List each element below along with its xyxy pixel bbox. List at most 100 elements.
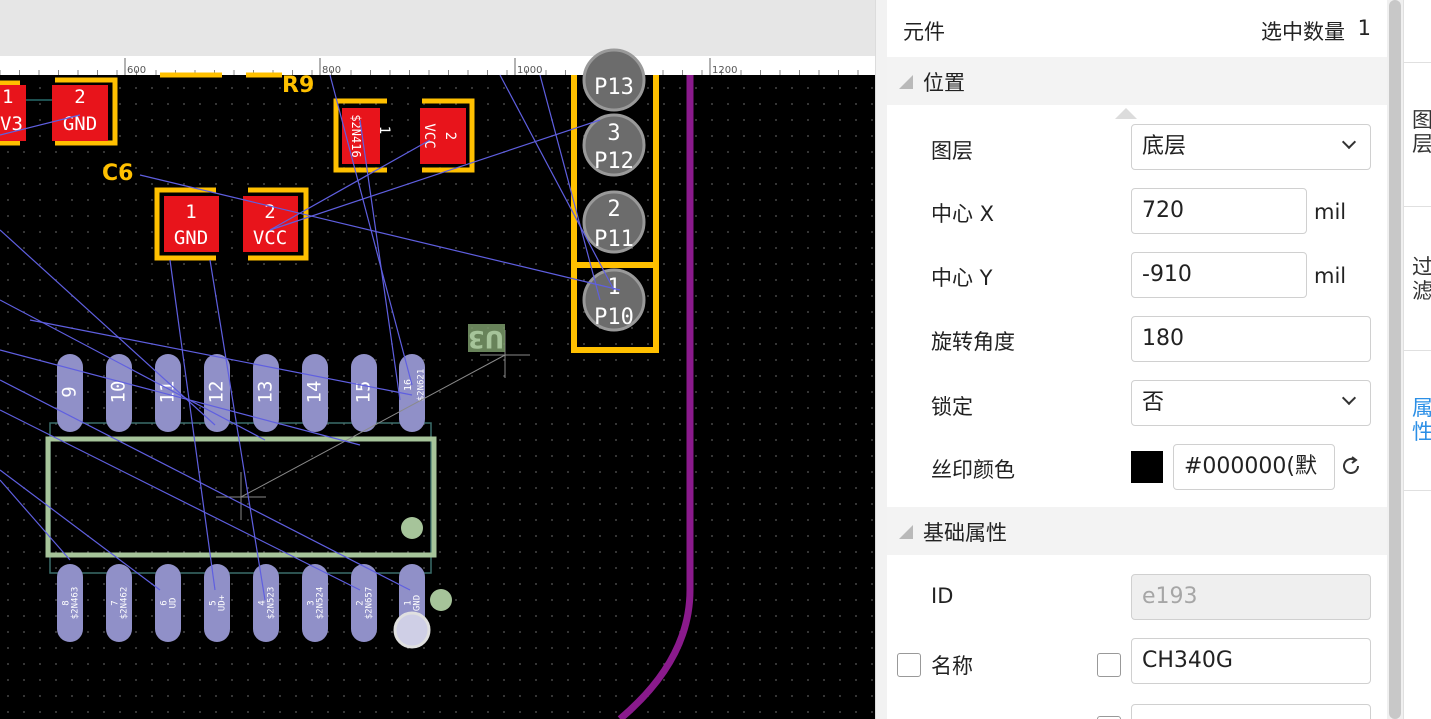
silk-label-u3[interactable]: U3 bbox=[468, 325, 504, 353]
pin-header[interactable]: P13 3 P12 2 P11 1 P10 bbox=[571, 48, 659, 353]
panel-splitter[interactable] bbox=[875, 0, 888, 719]
section-title: 位置 bbox=[923, 71, 965, 95]
ic-pad[interactable] bbox=[106, 354, 132, 432]
tab-filter[interactable]: 过 滤 bbox=[1412, 255, 1431, 303]
center-y-input[interactable]: -910 bbox=[1131, 252, 1307, 298]
pad-number: 7 bbox=[111, 600, 121, 605]
pad-number: 1 bbox=[2, 86, 13, 108]
side-tab-bar: 图 层 过 滤 属 性 bbox=[1403, 0, 1431, 719]
center-x-value: 720 bbox=[1142, 198, 1184, 223]
ic-pad[interactable] bbox=[155, 564, 181, 642]
panel-header: 元件 选中数量 1 bbox=[887, 0, 1387, 57]
pad-number: 3 bbox=[607, 121, 620, 146]
selection-count: 1 bbox=[1357, 16, 1371, 40]
center-y-value: -910 bbox=[1142, 262, 1192, 287]
ic-pad[interactable] bbox=[351, 564, 377, 642]
ic-pad[interactable] bbox=[399, 354, 425, 432]
component-c6[interactable]: 1 GND 2 VCC bbox=[154, 187, 309, 261]
ic-pad[interactable] bbox=[155, 354, 181, 432]
tab-properties[interactable]: 属 性 bbox=[1412, 396, 1431, 444]
unit-label: mil bbox=[1314, 264, 1347, 288]
silk-color-input[interactable]: #000000(默 bbox=[1173, 444, 1335, 490]
pad-net: V3 bbox=[0, 113, 23, 135]
lock-label: 锁定 bbox=[931, 395, 973, 419]
ic-pad[interactable] bbox=[204, 354, 230, 432]
pad-net: $2N462 bbox=[120, 587, 130, 620]
name-visible-checkbox[interactable] bbox=[897, 653, 921, 677]
ruler-bar bbox=[0, 56, 875, 75]
chevron-down-icon bbox=[1341, 390, 1357, 406]
center-x-input[interactable]: 720 bbox=[1131, 188, 1307, 234]
thru-pad[interactable] bbox=[582, 190, 646, 254]
collapse-triangle-icon[interactable] bbox=[899, 525, 913, 539]
next-row-checkbox[interactable] bbox=[1097, 716, 1121, 719]
layer-label: 图层 bbox=[931, 139, 973, 163]
ic-pad[interactable] bbox=[253, 564, 279, 642]
pad-net: $2N524 bbox=[316, 587, 326, 620]
pad-number: 16 bbox=[403, 379, 414, 391]
ruler-label: 600 bbox=[127, 65, 146, 76]
tab-separator bbox=[1404, 62, 1431, 63]
pad-number: 1 bbox=[376, 126, 392, 134]
name-display-checkbox[interactable] bbox=[1097, 653, 1121, 677]
pad-number: 8 bbox=[62, 600, 72, 605]
ref-designator-r9[interactable]: R9 bbox=[282, 73, 314, 98]
layer-select-value: 底层 bbox=[1142, 134, 1187, 159]
ic-pad[interactable] bbox=[302, 564, 328, 642]
pad-net: $2N416 bbox=[349, 114, 363, 157]
ratlines bbox=[0, 74, 621, 601]
ic-pad[interactable] bbox=[204, 564, 230, 642]
ic-pad[interactable] bbox=[351, 354, 377, 432]
smd-pad[interactable] bbox=[420, 108, 466, 164]
pad-net: GND bbox=[174, 227, 208, 249]
tab-separator bbox=[1404, 350, 1431, 351]
pad-number: 3 bbox=[307, 600, 317, 605]
smd-pad[interactable] bbox=[342, 108, 380, 164]
tab-separator bbox=[1404, 490, 1431, 491]
ic-pad[interactable] bbox=[302, 354, 328, 432]
ruler-label: 1200 bbox=[712, 65, 737, 76]
component-r9[interactable]: 1 $2N416 2 VCC bbox=[333, 98, 475, 173]
ic-pad[interactable] bbox=[253, 354, 279, 432]
rotation-input[interactable]: 180 bbox=[1131, 316, 1371, 362]
section-position[interactable]: 位置 bbox=[887, 57, 1387, 105]
panel-scrollbar[interactable] bbox=[1387, 0, 1403, 719]
pad-net: P11 bbox=[594, 227, 634, 252]
collapse-triangle-icon[interactable] bbox=[899, 75, 913, 89]
pad-number: 2 bbox=[74, 86, 85, 108]
pad-number: 1 bbox=[404, 600, 414, 605]
ic-pad[interactable] bbox=[106, 564, 132, 642]
pad-number: 10 bbox=[108, 381, 130, 404]
lock-select[interactable]: 否 bbox=[1131, 380, 1371, 426]
ref-designator-c6[interactable]: C6 bbox=[102, 161, 133, 186]
panel-title: 元件 bbox=[903, 20, 945, 44]
thru-pad[interactable] bbox=[582, 113, 646, 177]
next-row-input[interactable] bbox=[1131, 704, 1371, 719]
pad-net: GND bbox=[63, 113, 97, 135]
layer-select[interactable]: 底层 bbox=[1131, 124, 1371, 170]
section-basic-properties[interactable]: 基础属性 bbox=[887, 507, 1387, 555]
ic-pad[interactable] bbox=[57, 564, 83, 642]
pad-net: $2N621 bbox=[417, 369, 427, 402]
pad-net: UD bbox=[169, 598, 179, 609]
rotation-value: 180 bbox=[1142, 326, 1184, 351]
scrollbar-thumb[interactable] bbox=[1389, 0, 1401, 719]
id-label: ID bbox=[931, 584, 954, 608]
smd-pad[interactable] bbox=[52, 85, 108, 141]
name-input[interactable]: CH340G bbox=[1131, 638, 1371, 684]
thru-pad[interactable] bbox=[582, 48, 646, 112]
top-left-component[interactable]: 1 V3 2 GND bbox=[0, 77, 118, 146]
smd-pad[interactable] bbox=[164, 196, 219, 252]
color-swatch[interactable] bbox=[1131, 451, 1163, 483]
caret-up-icon bbox=[1115, 108, 1137, 119]
ruler-label: 800 bbox=[322, 65, 341, 76]
pad-number: 6 bbox=[160, 600, 170, 605]
rotation-label: 旋转角度 bbox=[931, 330, 1015, 354]
refresh-icon[interactable] bbox=[1340, 455, 1362, 477]
tab-layers[interactable]: 图 层 bbox=[1412, 108, 1431, 156]
pad-number: 4 bbox=[258, 600, 268, 605]
center-y-label: 中心 Y bbox=[931, 266, 993, 290]
